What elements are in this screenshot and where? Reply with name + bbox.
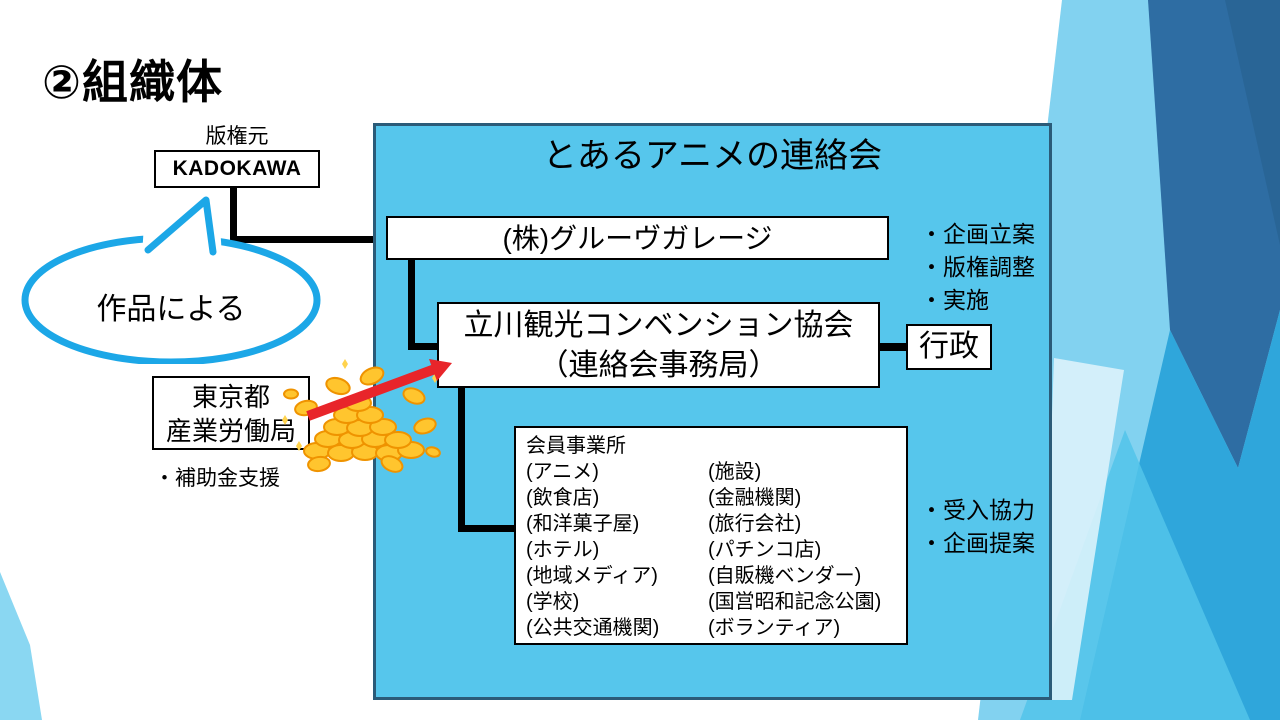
member-item: (旅行会社) xyxy=(708,513,802,535)
member-item: (ボランティア) xyxy=(708,617,841,639)
council-title: とあるアニメの連絡会 xyxy=(542,137,883,175)
member-role-list: ・受入協力 ・企画提案 xyxy=(920,494,1035,560)
member-item: (自販機ベンダー) xyxy=(708,565,862,587)
connector-licensor-vertical xyxy=(230,188,237,241)
connector-licensor-horizontal xyxy=(230,236,390,243)
member-item: (地域メディア) xyxy=(526,565,658,587)
tachikawa-name: 立川観光コンベンション協会 xyxy=(463,309,854,342)
members-column-left: (アニメ) (飲食店) (和洋菓子屋) (ホテル) (地域メディア) (学校) … xyxy=(526,459,659,641)
members-column-right: (施設) (金融機関) (旅行会社) (パチンコ店) (自販機ベンダー) (国営… xyxy=(708,459,881,641)
groove-garage-label: (株)グルーヴガレージ xyxy=(502,223,773,254)
member-item: (公共交通機関) xyxy=(526,617,660,639)
tokyo-line2: 産業労働局 xyxy=(165,416,296,446)
connector-members-vertical xyxy=(458,388,465,532)
arrow-head xyxy=(429,359,452,381)
groove-role-item: ・企画立案 xyxy=(920,221,1035,247)
member-item: (和洋菓子屋) xyxy=(526,513,640,535)
members-box: 会員事業所 (アニメ) (飲食店) (和洋菓子屋) (ホテル) (地域メディア)… xyxy=(514,426,908,645)
member-role-item: ・受入協力 xyxy=(920,497,1035,523)
groove-garage-box: (株)グルーヴガレージ xyxy=(386,216,889,260)
groove-role-list: ・企画立案 ・版権調整 ・実施 xyxy=(920,218,1035,317)
member-item: (金融機関) xyxy=(708,487,802,509)
sparkle xyxy=(282,359,438,451)
member-item: (飲食店) xyxy=(526,487,600,509)
gyosei-box: 行政 xyxy=(906,324,992,370)
connector-members-horizontal xyxy=(458,525,516,532)
speech-bubble xyxy=(21,196,321,364)
tachikawa-box: 立川観光コンベンション協会 （連絡会事務局） xyxy=(437,302,880,388)
gyosei-label: 行政 xyxy=(919,330,979,363)
red-arrow xyxy=(306,359,452,421)
licensor-label: 版権元 xyxy=(205,125,269,148)
arrow-line xyxy=(306,364,437,421)
member-item: (アニメ) xyxy=(526,461,599,483)
members-header: 会員事業所 xyxy=(526,435,626,457)
tokyo-box: 東京都 産業労働局 xyxy=(152,376,310,450)
subsidy-bullet: ・補助金支援 xyxy=(154,467,280,490)
connector-groove-vertical xyxy=(408,260,415,350)
licensor-name: KADOKAWA xyxy=(172,157,302,180)
coins-illustration xyxy=(282,359,441,473)
connector-groove-horizontal xyxy=(408,343,438,350)
slide-title: ②組織体 xyxy=(42,56,223,108)
licensor-box: KADOKAWA xyxy=(154,150,320,188)
speech-bubble-text: 作品による xyxy=(96,293,246,326)
groove-role-item: ・版権調整 xyxy=(920,254,1035,280)
member-item: (学校) xyxy=(526,591,580,613)
tachikawa-subtitle: （連絡会事務局） xyxy=(538,349,779,382)
member-item: (国営昭和記念公園) xyxy=(708,591,882,613)
connector-gyosei xyxy=(878,343,908,351)
tokyo-line1: 東京都 xyxy=(191,382,270,412)
member-item: (ホテル) xyxy=(526,539,600,561)
groove-role-item: ・実施 xyxy=(920,287,989,313)
speech-bubble-tail xyxy=(144,196,217,256)
member-role-item: ・企画提案 xyxy=(920,530,1035,556)
member-item: (施設) xyxy=(708,461,762,483)
member-item: (パチンコ店) xyxy=(708,539,822,561)
